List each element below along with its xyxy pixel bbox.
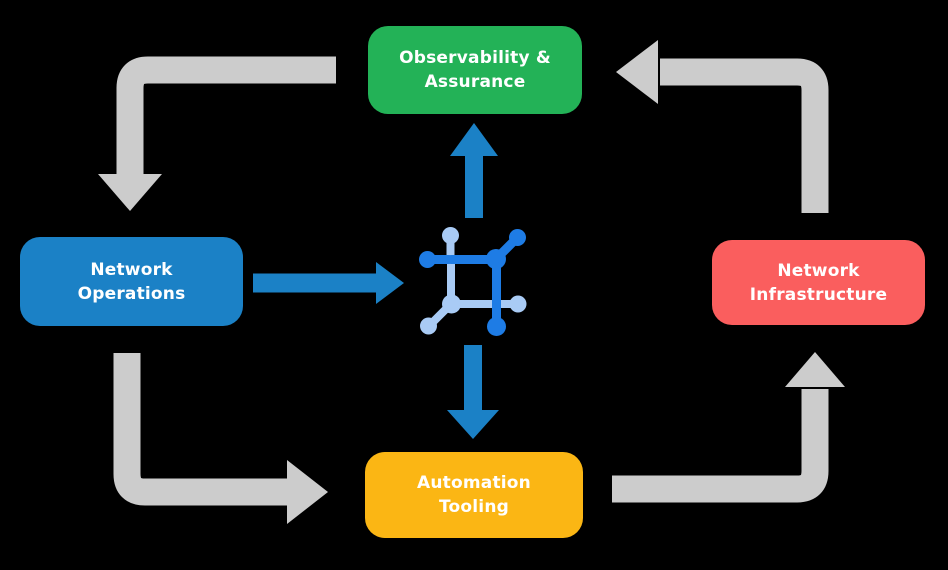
node-automation-tooling: Automation Tooling xyxy=(365,452,583,538)
arrow-center-to-automation xyxy=(447,345,499,439)
node-network-operations: Network Operations xyxy=(20,237,243,326)
node-observability-label: Observability & Assurance xyxy=(399,48,551,92)
arrow-operations-to-center xyxy=(253,262,404,304)
arrow-operations-to-automation xyxy=(113,353,328,524)
node-observability-assurance: Observability & Assurance xyxy=(368,26,582,114)
arrow-automation-to-infrastructure xyxy=(612,352,845,503)
arrow-center-to-observability xyxy=(450,123,498,218)
node-automation-label: Automation Tooling xyxy=(417,473,531,517)
arrow-observability-to-operations xyxy=(98,56,336,211)
node-network-infrastructure: Network Infrastructure xyxy=(712,240,925,325)
node-infrastructure-label: Network Infrastructure xyxy=(749,260,888,305)
node-operations-label: Network Operations xyxy=(77,259,186,304)
network-mesh-icon xyxy=(419,227,527,336)
arrow-infrastructure-to-observability xyxy=(616,40,829,213)
